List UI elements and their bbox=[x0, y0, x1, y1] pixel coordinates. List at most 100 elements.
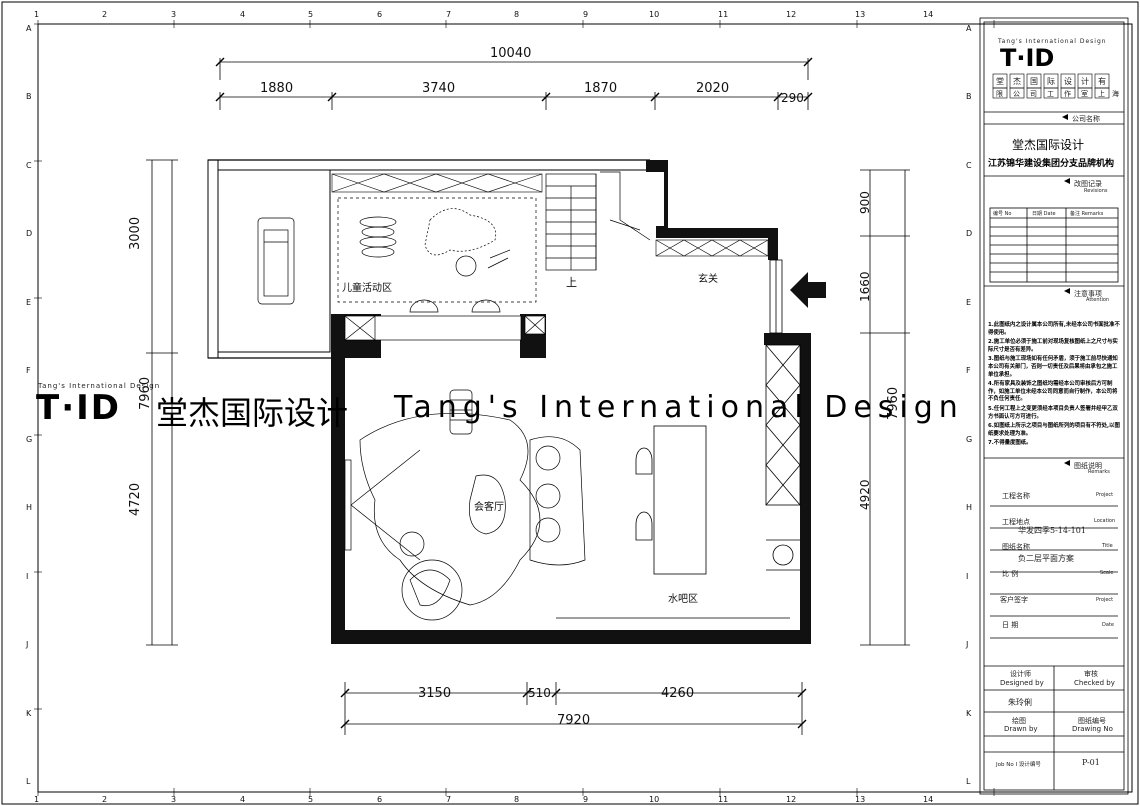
tb-designed-cn: 设计师 bbox=[1010, 670, 1031, 678]
grid-label: 4 bbox=[240, 10, 246, 19]
grid-label: D bbox=[966, 229, 973, 238]
tb-drawn-en: Drawn by bbox=[1004, 725, 1038, 733]
watermark: Tang's International Design T·ID 堂杰国际设计 … bbox=[36, 382, 976, 432]
grid-label: 8 bbox=[514, 795, 520, 804]
tb-drawing-no-value: P-01 bbox=[1082, 758, 1100, 767]
grid-label: J bbox=[26, 640, 29, 649]
dim-bottom-seg: 510 bbox=[528, 686, 551, 700]
grid-label: B bbox=[966, 92, 972, 101]
dim-top-seg: 1880 bbox=[260, 81, 294, 96]
tb-logo-char: 堂 bbox=[996, 77, 1004, 86]
tb-project-label: 工程名称 bbox=[1002, 492, 1030, 500]
grid-label: 2 bbox=[102, 10, 108, 19]
tb-logo-char: 国 bbox=[1030, 77, 1038, 86]
grid-label: 12 bbox=[786, 10, 797, 19]
tb-logo-char: 杰 bbox=[1013, 77, 1021, 86]
tb-rev-header: 日期 Date bbox=[1032, 211, 1056, 217]
grid-label: I bbox=[26, 572, 29, 581]
grid-label: 7 bbox=[446, 10, 452, 19]
grid-label: 5 bbox=[308, 10, 314, 19]
grid-label: I bbox=[966, 572, 969, 581]
tb-checked-cn: 审核 bbox=[1084, 670, 1098, 678]
grid-label: C bbox=[26, 161, 32, 170]
tb-logo-char: 限 bbox=[996, 90, 1003, 98]
grid-label: 9 bbox=[583, 795, 589, 804]
room-label-bar: 水吧区 bbox=[668, 594, 698, 605]
dim-top-seg: 290 bbox=[781, 91, 804, 105]
grid-label: G bbox=[966, 435, 973, 444]
tb-location-value: 华发四季5-14-101 bbox=[1018, 526, 1086, 535]
grid-label: E bbox=[966, 298, 972, 307]
entrance-arrow bbox=[790, 272, 826, 308]
tb-location-label: 工程地点 bbox=[1002, 518, 1030, 526]
tb-logo-char: 上 bbox=[1098, 90, 1105, 98]
tb-designed-en: Designed by bbox=[1000, 679, 1044, 687]
tb-logo-char: 设 bbox=[1064, 77, 1072, 86]
grid-label: K bbox=[26, 709, 32, 718]
grid-label: K bbox=[966, 709, 972, 718]
tb-notes: 1.此图纸内之设计属本公司所有,未经本公司书面批准不得使用。 2.施工单位必须于… bbox=[988, 322, 1120, 448]
tb-logo-char: 有 bbox=[1098, 77, 1106, 86]
dimension-ticks bbox=[215, 57, 813, 729]
tb-drawing-value: 负二层平面方案 bbox=[1018, 554, 1074, 563]
tb-job-no: Job No I 设计编号 bbox=[996, 762, 1041, 768]
grid-label: H bbox=[26, 503, 33, 512]
tb-scale-label: 比 例 bbox=[1002, 570, 1019, 578]
tb-scale-en: Scale bbox=[1100, 570, 1114, 576]
tb-designer-name: 朱玲俐 bbox=[1008, 698, 1032, 707]
tb-date-label: 日 期 bbox=[1002, 621, 1019, 629]
tb-revisions-en: Revisions bbox=[1084, 188, 1108, 194]
tb-logo-char: 公 bbox=[1013, 90, 1020, 98]
grid-label: 13 bbox=[855, 795, 866, 804]
tb-location-en: Location bbox=[1094, 518, 1116, 524]
grid-label: H bbox=[966, 503, 973, 512]
grid-label: 5 bbox=[308, 795, 314, 804]
dim-top-seg: 2020 bbox=[696, 81, 730, 96]
living-furniture bbox=[344, 389, 586, 621]
tb-logo-char: 司 bbox=[1030, 90, 1037, 98]
tb-logo-mark: T·ID bbox=[1000, 44, 1055, 72]
tb-logo-char: 际 bbox=[1047, 77, 1055, 86]
watermark-chinese: 堂杰国际设计 bbox=[156, 394, 349, 432]
kids-cabinet bbox=[331, 173, 543, 193]
drawing-frame bbox=[37, 23, 1133, 793]
grid-label: E bbox=[26, 298, 32, 307]
grid-label: A bbox=[966, 24, 972, 33]
dim-top-seg: 1870 bbox=[584, 81, 618, 96]
grid-label: 1 bbox=[34, 795, 40, 804]
grid-label: 13 bbox=[855, 10, 866, 19]
grid-label: 12 bbox=[786, 795, 797, 804]
dim-bottom-seg: 4260 bbox=[661, 686, 695, 701]
tb-note: 2.施工单位必须于施工前对现场复核图纸上之尺寸与实际尺寸是否有差异。 bbox=[988, 339, 1118, 353]
tb-logo-char: 工 bbox=[1047, 90, 1054, 98]
grid-label: 8 bbox=[514, 10, 520, 19]
tb-date-en: Date bbox=[1102, 622, 1114, 628]
tb-rev-header: 备注 Remarks bbox=[1070, 211, 1104, 217]
tb-drawn-cn: 绘图 bbox=[1012, 717, 1026, 725]
tb-remarks-cn: 图纸说明 bbox=[1074, 462, 1102, 470]
room-label-kids: 儿童活动区 bbox=[342, 283, 392, 294]
grid-label: L bbox=[966, 777, 971, 786]
grid-label: C bbox=[966, 161, 972, 170]
grid-label: J bbox=[966, 640, 969, 649]
room-label-stairs: 上 bbox=[566, 276, 577, 289]
tb-logo-char: 计 bbox=[1081, 77, 1089, 86]
tb-logo-char: 海 bbox=[1112, 90, 1119, 98]
tb-client-en: Project bbox=[1096, 597, 1114, 603]
grid-label: 3 bbox=[171, 10, 177, 19]
bar-furniture bbox=[556, 344, 801, 619]
watermark-small: Tang's International Design bbox=[38, 382, 161, 390]
grid-label: G bbox=[26, 435, 33, 444]
kids-play-area bbox=[257, 197, 537, 313]
grid-label: B bbox=[26, 92, 32, 101]
grid-ticks bbox=[34, 20, 995, 796]
tb-rev-header: 编号 No bbox=[993, 211, 1012, 217]
tb-attention-cn: 注意事项 bbox=[1074, 290, 1102, 298]
counter bbox=[344, 315, 546, 341]
dim-bottom-seg: 3150 bbox=[418, 686, 452, 701]
tb-note: 1.此图纸内之设计属本公司所有,未经本公司书面批准不得使用。 bbox=[988, 322, 1120, 336]
tb-drawing-label: 图纸名称 bbox=[1002, 543, 1030, 551]
dim-top-total: 10040 bbox=[490, 46, 532, 61]
